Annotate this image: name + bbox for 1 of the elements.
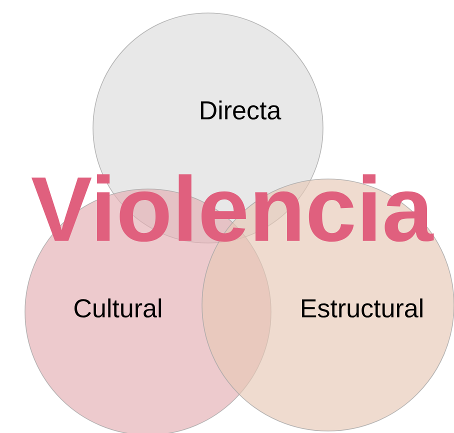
title: Violencia [32, 174, 434, 242]
